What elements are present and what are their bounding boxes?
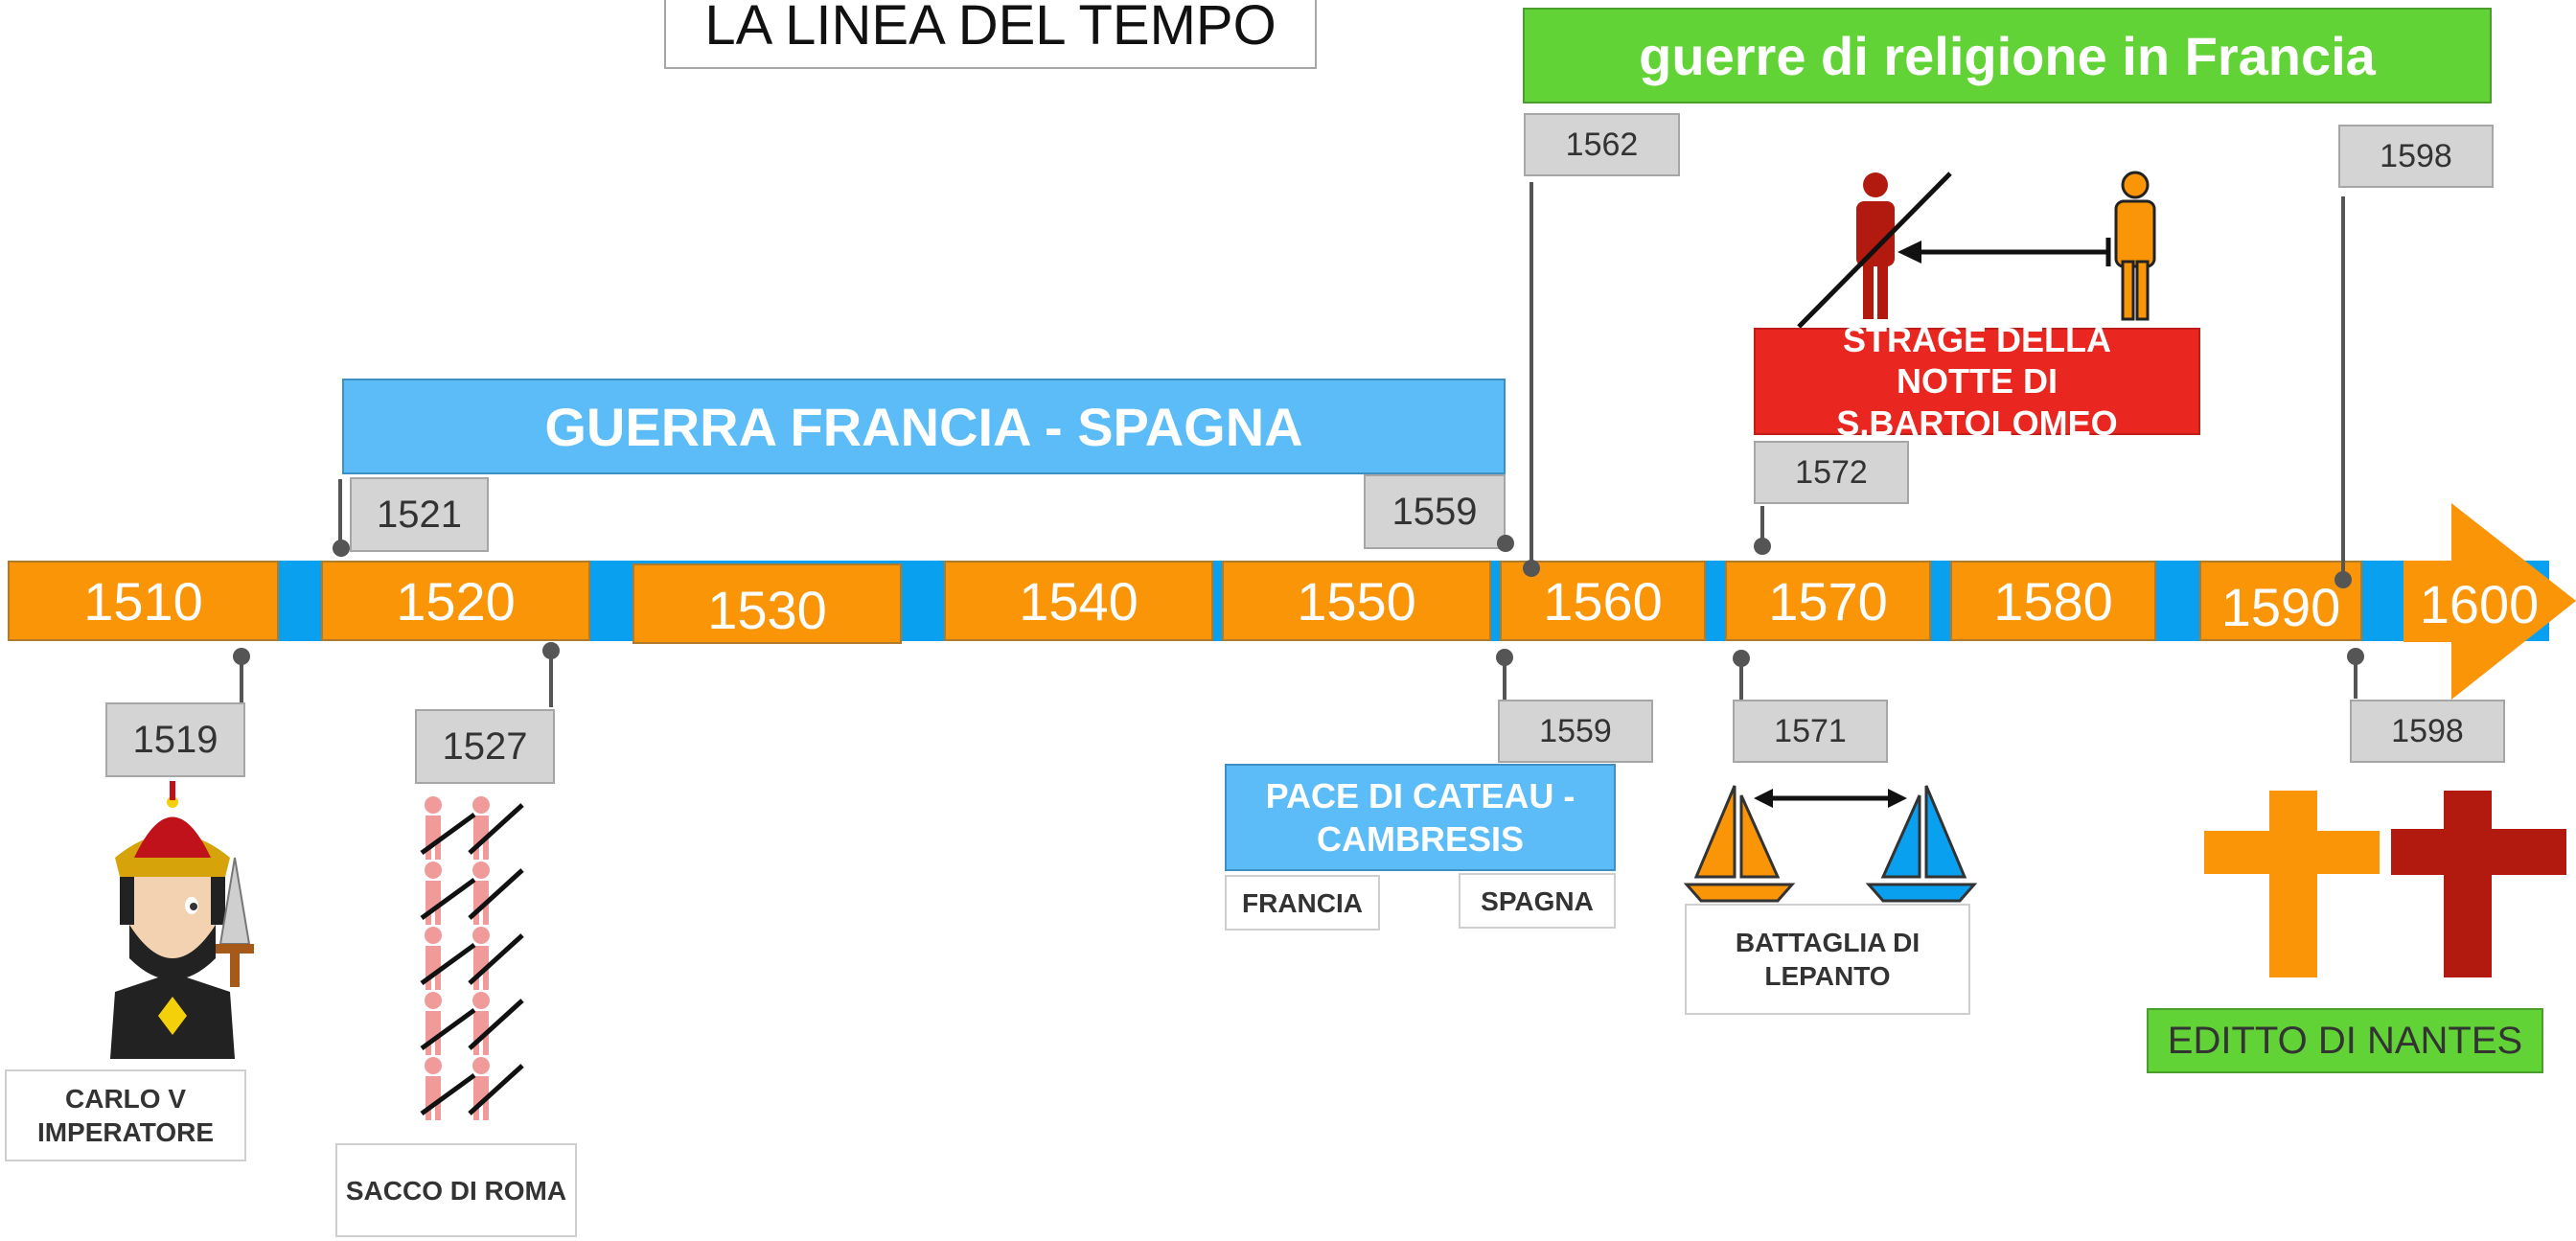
decade-label: 1570 xyxy=(1768,570,1888,632)
marker-dot xyxy=(1497,535,1514,552)
decade-label: 1600 xyxy=(2419,573,2540,634)
connector-line xyxy=(2341,196,2345,575)
decade-label: 1510 xyxy=(83,570,203,632)
year-1572-box: 1572 xyxy=(1754,441,1909,504)
connector-line xyxy=(338,479,342,546)
year-label: 1527 xyxy=(442,724,528,768)
marker-dot xyxy=(1754,538,1771,555)
francia-label: FRANCIA xyxy=(1225,875,1380,931)
soldiers-icon xyxy=(412,796,556,1126)
year-1571-box: 1571 xyxy=(1733,700,1888,763)
strage-label: STRAGE DELLA NOTTE DI S.BARTOLOMEO xyxy=(1754,320,2200,443)
connector-line xyxy=(1739,657,1743,701)
decade-label: 1520 xyxy=(396,570,516,632)
marker-dot xyxy=(1523,560,1540,577)
decade-label: 1540 xyxy=(1019,570,1138,632)
event-label: SPAGNA xyxy=(1481,885,1594,916)
timeline-arrow-icon xyxy=(2404,503,2576,700)
year-label: 1562 xyxy=(1565,126,1639,163)
connector-line xyxy=(549,650,553,707)
connector-line xyxy=(2354,655,2358,699)
lepanto-label: BATTAGLIA DI LEPANTO xyxy=(1685,904,1970,1015)
marker-dot xyxy=(2334,571,2352,588)
crosses-icon xyxy=(2204,791,2566,977)
title-text: LA LINEA DEL TEMPO xyxy=(704,0,1276,57)
year-1527-box: 1527 xyxy=(415,709,555,784)
year-1598-top-box: 1598 xyxy=(2338,125,2494,188)
year-label: 1598 xyxy=(2380,137,2452,174)
spagna-label: SPAGNA xyxy=(1459,873,1616,929)
decade-label: 1560 xyxy=(1543,570,1663,632)
carlo-v-label: CARLO V IMPERATORE xyxy=(5,1069,246,1161)
decade-1510: 1510 xyxy=(8,561,279,641)
decade-1550: 1550 xyxy=(1222,561,1491,641)
decade-label: 1580 xyxy=(1993,570,2113,632)
connector-line xyxy=(1760,506,1764,544)
decade-1540: 1540 xyxy=(944,561,1213,641)
event-label: CARLO V IMPERATORE xyxy=(36,1084,215,1147)
year-1519-box: 1519 xyxy=(105,702,245,777)
year-label: 1559 xyxy=(1392,490,1478,533)
year-label: 1598 xyxy=(2391,712,2464,749)
year-1559-top-box: 1559 xyxy=(1364,474,1506,549)
decade-label: 1530 xyxy=(707,579,827,640)
religion-wars-label: guerre di religione in Francia xyxy=(1639,25,2376,86)
year-1559-bottom-box: 1559 xyxy=(1498,700,1653,763)
marker-dot xyxy=(333,540,350,557)
year-1562-box: 1562 xyxy=(1524,113,1680,176)
event-label: SACCO DI ROMA xyxy=(345,1175,567,1206)
pace-cateau-label: PACE DI CATEAU - CAMBRESIS xyxy=(1225,764,1616,871)
decade-1580: 1580 xyxy=(1950,561,2156,641)
decade-label: 1590 xyxy=(2220,576,2341,637)
decade-1530: 1530 xyxy=(632,563,902,644)
year-1521-box: 1521 xyxy=(350,477,489,552)
event-label: FRANCIA xyxy=(1242,887,1363,918)
year-label: 1521 xyxy=(377,493,462,536)
page-title: LA LINEA DEL TEMPO xyxy=(664,0,1317,69)
decade-1600: 1600 xyxy=(2407,565,2551,642)
event-label: EDITTO DI NANTES xyxy=(2167,1019,2523,1062)
france-spain-war-band: GUERRA FRANCIA - SPAGNA xyxy=(342,379,1506,474)
decade-label: 1550 xyxy=(1297,570,1416,632)
editto-nantes-label: EDITTO DI NANTES xyxy=(2147,1008,2543,1073)
event-label: BATTAGLIA DI LEPANTO xyxy=(1735,928,1920,991)
persecution-icon xyxy=(1797,171,2156,329)
connector-line xyxy=(1503,656,1506,700)
religion-wars-band: guerre di religione in Francia xyxy=(1523,8,2492,103)
decade-1520: 1520 xyxy=(321,561,590,641)
year-label: 1519 xyxy=(132,718,218,761)
decade-1570: 1570 xyxy=(1725,561,1931,641)
year-1598-bottom-box: 1598 xyxy=(2350,700,2505,763)
event-label: STRAGE DELLA NOTTE DI S.BARTOLOMEO xyxy=(1836,320,2118,443)
year-label: 1559 xyxy=(1539,712,1612,749)
emperor-icon xyxy=(110,781,254,1059)
event-label: PACE DI CATEAU - CAMBRESIS xyxy=(1265,776,1576,859)
france-spain-war-label: GUERRA FRANCIA - SPAGNA xyxy=(544,396,1303,457)
year-label: 1571 xyxy=(1774,712,1847,749)
ships-icon xyxy=(1683,785,1978,903)
sacco-di-roma-label: SACCO DI ROMA xyxy=(335,1143,577,1237)
connector-line xyxy=(240,655,243,703)
year-label: 1572 xyxy=(1795,453,1868,491)
connector-line xyxy=(1530,182,1533,565)
